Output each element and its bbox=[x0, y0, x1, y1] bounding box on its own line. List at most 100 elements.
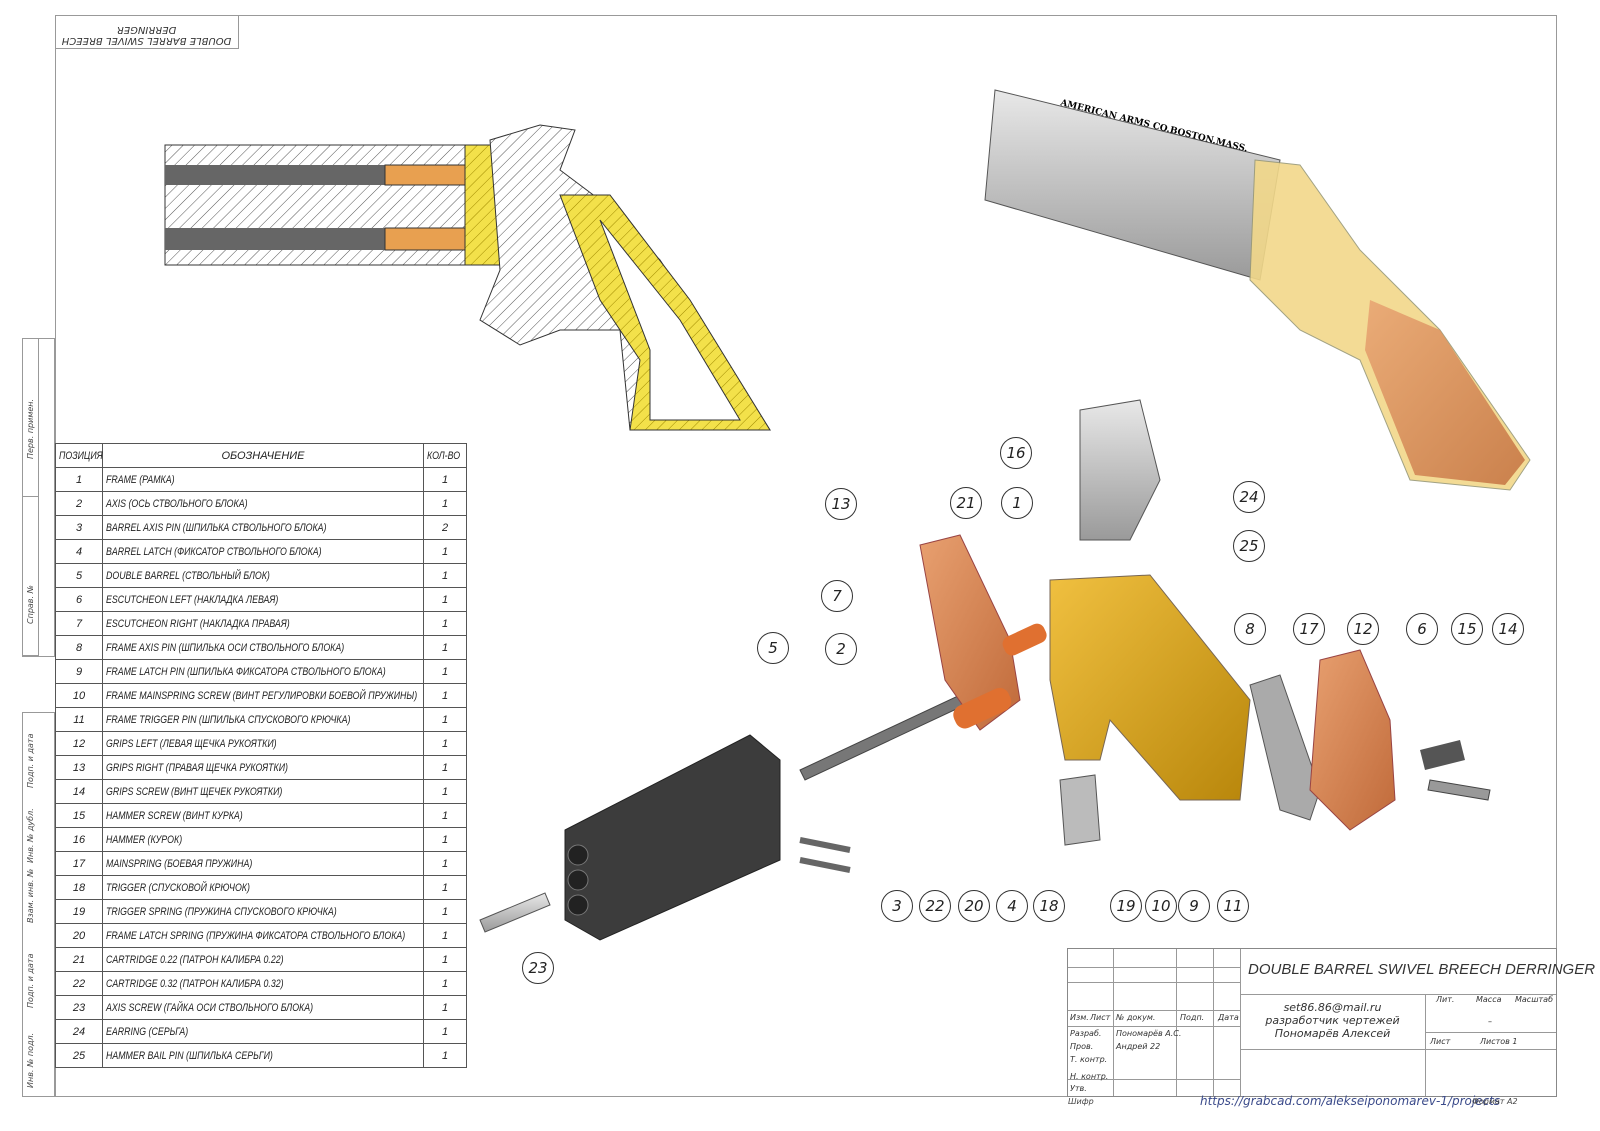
cell-designation: ESCUTCHEON RIGHT (НАКЛАДКА ПРАВАЯ) bbox=[102, 611, 424, 636]
callout-17: 17 bbox=[1293, 613, 1325, 645]
cell-position: 7 bbox=[55, 611, 103, 636]
cell-designation: AXIS (ОСЬ СТВОЛЬНОГО БЛОКА) bbox=[102, 491, 424, 516]
cell-quantity: 1 bbox=[423, 491, 467, 516]
cell-designation-text: GRIPS SCREW (ВИНТ ЩЕЧЕК РУКОЯТКИ) bbox=[106, 785, 283, 798]
table-header-row: ПОЗИЦИЯ ОБОЗНАЧЕНИЕ КОЛ-ВО bbox=[55, 443, 467, 468]
callout-13: 13 bbox=[825, 488, 857, 520]
callout-14: 14 bbox=[1492, 613, 1524, 645]
cell-designation-text: AXIS SCREW (ГАЙКА ОСИ СТВОЛЬНОГО БЛОКА) bbox=[106, 1001, 314, 1014]
callout-23: 23 bbox=[522, 952, 554, 984]
cell-position: 16 bbox=[55, 827, 103, 852]
cell-quantity: 1 bbox=[423, 707, 467, 732]
cell-position: 1 bbox=[55, 467, 103, 492]
cell-designation-text: CARTRIDGE 0.32 (ПАТРОН КАЛИБРА 0.32) bbox=[106, 977, 284, 990]
cell-quantity: 1 bbox=[423, 803, 467, 828]
col-header: Изм. bbox=[1070, 1013, 1089, 1022]
cell-position: 4 bbox=[55, 539, 103, 564]
row-label: Т. контр. bbox=[1070, 1055, 1108, 1064]
cell-designation-text: BARREL LATCH (ФИКСАТОР СТВОЛЬНОГО БЛОКА) bbox=[106, 545, 322, 558]
cell-designation: AXIS SCREW (ГАЙКА ОСИ СТВОЛЬНОГО БЛОКА) bbox=[102, 995, 424, 1020]
cell-quantity: 1 bbox=[423, 851, 467, 876]
author-role: разработчик чертежей bbox=[1265, 1014, 1400, 1027]
cell-position: 23 bbox=[55, 995, 103, 1020]
cell-quantity: 1 bbox=[423, 1043, 467, 1068]
grabcad-link[interactable]: https://grabcad.com/alekseiponomarev-1/p… bbox=[1200, 1094, 1501, 1108]
cell-quantity: 1 bbox=[423, 539, 467, 564]
callout-10: 10 bbox=[1145, 890, 1177, 922]
cell-position: 22 bbox=[55, 971, 103, 996]
title-block: Изм. Лист № докум. Подп. Дата Разраб. По… bbox=[1067, 948, 1595, 1097]
lit-label: Лит. bbox=[1436, 995, 1455, 1004]
callout-22: 22 bbox=[919, 890, 951, 922]
scale-label: Масштаб bbox=[1515, 995, 1554, 1004]
header-quantity: КОЛ-ВО bbox=[423, 443, 467, 468]
mass-label: Масса bbox=[1476, 995, 1502, 1004]
sheet-label: Лист bbox=[1430, 1037, 1451, 1046]
callout-11: 11 bbox=[1217, 890, 1249, 922]
cell-designation-text: BARREL AXIS PIN (ШПИЛЬКА СТВОЛЬНОГО БЛОК… bbox=[106, 521, 327, 534]
cell-designation: FRAME AXIS PIN (ШПИЛЬКА ОСИ СТВОЛЬНОГО Б… bbox=[102, 635, 424, 660]
cell-position: 8 bbox=[55, 635, 103, 660]
cell-quantity: 1 bbox=[423, 611, 467, 636]
callout-15: 15 bbox=[1451, 613, 1483, 645]
cell-designation-text: GRIPS LEFT (ЛЕВАЯ ЩЕЧКА РУКОЯТКИ) bbox=[106, 737, 277, 750]
cell-quantity: 1 bbox=[423, 875, 467, 900]
sheets-label: Листов 1 bbox=[1480, 1037, 1518, 1046]
cell-designation: BARREL LATCH (ФИКСАТОР СТВОЛЬНОГО БЛОКА) bbox=[102, 539, 424, 564]
cell-designation: FRAME MAINSPRING SCREW (ВИНТ РЕГУЛИРОВКИ… bbox=[102, 683, 424, 708]
assembled-render: AMERICAN ARMS CO.BOSTON.MASS. bbox=[984, 89, 1531, 491]
row-label: Пров. bbox=[1070, 1042, 1094, 1051]
cell-position: 20 bbox=[55, 923, 103, 948]
cell-position: 13 bbox=[55, 755, 103, 780]
callout-16: 16 bbox=[1000, 437, 1032, 469]
cell-designation-text: HAMMER SCREW (ВИНТ КУРКА) bbox=[106, 809, 243, 822]
cell-quantity: 1 bbox=[423, 563, 467, 588]
col-header: Подп. bbox=[1180, 1013, 1205, 1022]
cell-designation: CARTRIDGE 0.32 (ПАТРОН КАЛИБРА 0.32) bbox=[102, 971, 424, 996]
cell-designation-text: FRAME LATCH SPRING (ПРУЖИНА ФИКСАТОРА СТ… bbox=[106, 929, 406, 942]
cell-designation-text: ESCUTCHEON LEFT (НАКЛАДКА ЛЕВАЯ) bbox=[106, 593, 279, 606]
cell-designation-text: ESCUTCHEON RIGHT (НАКЛАДКА ПРАВАЯ) bbox=[106, 617, 290, 630]
cross-section-view bbox=[164, 124, 771, 431]
cell-position: 2 bbox=[55, 491, 103, 516]
callout-1: 1 bbox=[1001, 487, 1033, 519]
cell-designation: ESCUTCHEON LEFT (НАКЛАДКА ЛЕВАЯ) bbox=[102, 587, 424, 612]
cell-designation-text: FRAME (РАМКА) bbox=[106, 473, 175, 486]
cell-designation-text: FRAME AXIS PIN (ШПИЛЬКА ОСИ СТВОЛЬНОГО Б… bbox=[106, 641, 345, 654]
cell-position: 10 bbox=[55, 683, 103, 708]
callout-2: 2 bbox=[825, 633, 857, 665]
callout-3: 3 bbox=[881, 890, 913, 922]
cell-designation-text: HAMMER (КУРОК) bbox=[106, 833, 183, 846]
exploded-view bbox=[479, 399, 1491, 941]
mass-value: – bbox=[1488, 1017, 1492, 1026]
cell-designation: FRAME TRIGGER PIN (ШПИЛЬКА СПУСКОВОГО КР… bbox=[102, 707, 424, 732]
row-label: Разраб. bbox=[1070, 1029, 1102, 1038]
cell-designation: MAINSPRING (БОЕВАЯ ПРУЖИНА) bbox=[102, 851, 424, 876]
cell-designation: TRIGGER (СПУСКОВОЙ КРЮЧОК) bbox=[102, 875, 424, 900]
cell-position: 24 bbox=[55, 1019, 103, 1044]
cell-designation: GRIPS RIGHT (ПРАВАЯ ЩЕЧКА РУКОЯТКИ) bbox=[102, 755, 424, 780]
side-stamp-lower: Подп. и дата Инв. № дубл. Взам. инв. № П… bbox=[22, 712, 55, 1097]
cell-designation: GRIPS LEFT (ЛЕВАЯ ЩЕЧКА РУКОЯТКИ) bbox=[102, 731, 424, 756]
side-stamp-upper: Перв. примен. Справ. № bbox=[22, 338, 55, 657]
callout-25: 25 bbox=[1233, 530, 1265, 562]
cell-designation-text: MAINSPRING (БОЕВАЯ ПРУЖИНА) bbox=[106, 857, 253, 870]
cipher-label: Шифр bbox=[1068, 1097, 1094, 1106]
cell-position: 12 bbox=[55, 731, 103, 756]
cell-position: 18 bbox=[55, 875, 103, 900]
